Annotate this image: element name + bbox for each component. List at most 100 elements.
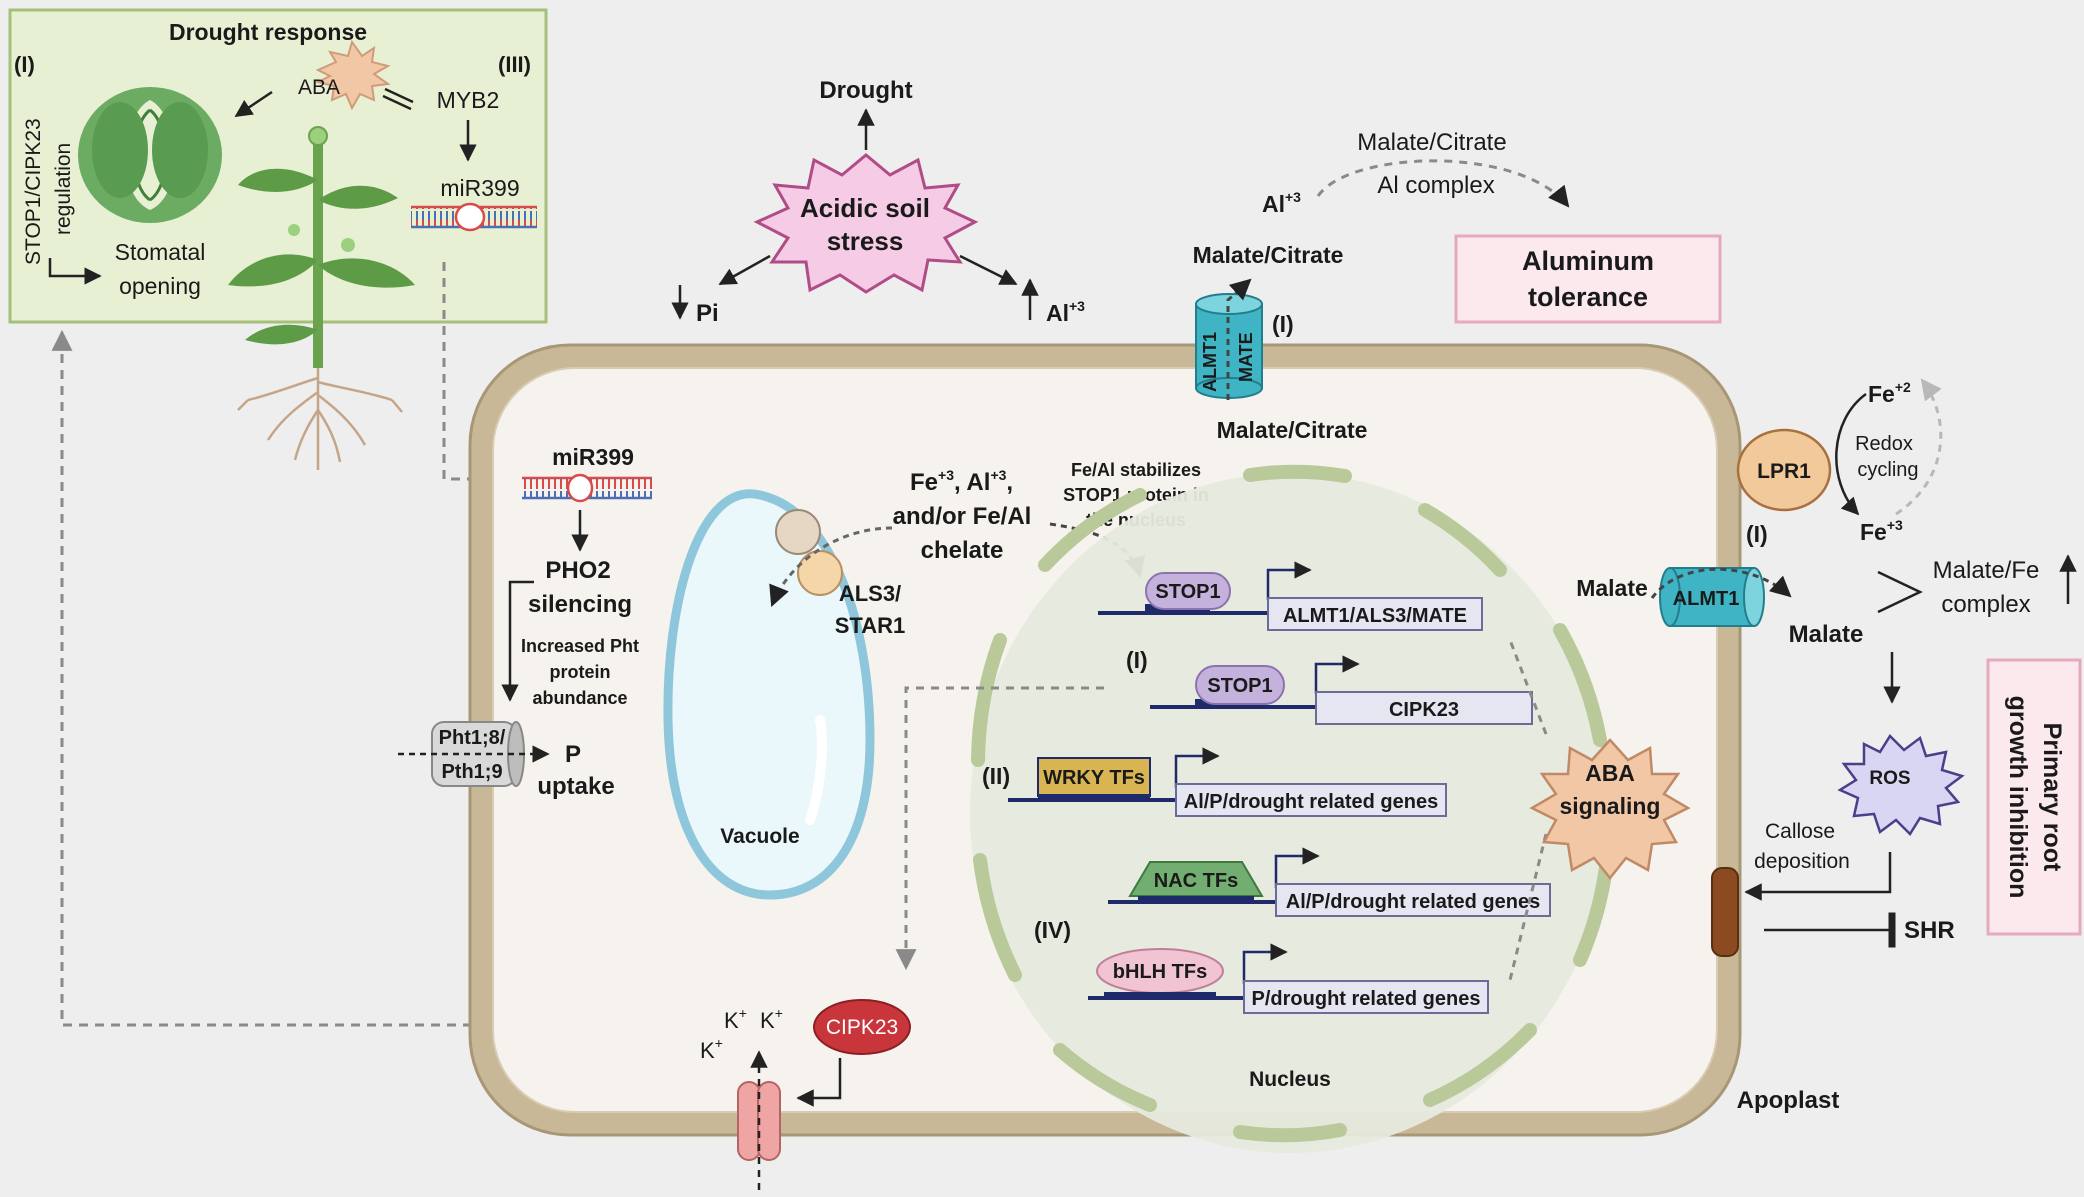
fe2-to-fe3-arrow <box>1835 392 1867 516</box>
k-ion-3: K+ <box>700 1035 723 1063</box>
lpr1-protein: LPR1 <box>1736 428 1832 512</box>
label-ii-nucleus: (II) <box>982 763 1010 789</box>
gene-nac-target: Al/P/drought related genes <box>1286 891 1540 913</box>
ros-burst-icon: ROS <box>1837 734 1965 836</box>
silencing-label: silencing <box>528 591 632 618</box>
al-label-stress: Al+3 <box>1046 298 1085 326</box>
stress-label: stress <box>827 226 904 256</box>
aba-label: ABA <box>298 76 340 99</box>
uptake-label: uptake <box>537 773 614 800</box>
plant-icon <box>228 126 415 470</box>
almt1-right-label: ALMT1 <box>1673 588 1740 610</box>
label-iii-drought: (III) <box>498 52 531 77</box>
gene-row-almt1: STOP1 ALMT1/ALS3/MATE <box>1098 561 1483 631</box>
label-i-right: (I) <box>1746 521 1768 547</box>
label-i-nucleus: (I) <box>1126 647 1148 673</box>
malate-efflux-arrow <box>1650 567 1792 599</box>
primary-root-label: Primary root <box>2038 723 2066 872</box>
mate-top-label: MATE <box>1236 332 1256 382</box>
k-ion-1: K+ <box>724 1005 747 1033</box>
gene-cipk23: CIPK23 <box>1389 699 1459 721</box>
wrky-tf: WRKY TFs <box>1043 767 1145 789</box>
aba-to-stomata-arrow <box>234 90 273 118</box>
aba-burst-icon: ABA <box>298 39 391 111</box>
als3-star1-transporter: ALS3/ STAR1 <box>775 509 905 638</box>
stomatal-arrow <box>48 258 102 285</box>
primary-root-inhibition-box: Primary root growth inhibition <box>1986 658 2082 936</box>
mir399-drought-icon <box>411 202 537 232</box>
pht-note-1: Increased Pht <box>521 636 639 656</box>
malate-fe-label: Malate/Fe <box>1933 557 2040 584</box>
al-complex-label: Al complex <box>1377 172 1494 199</box>
regulation-label: regulation <box>52 143 75 235</box>
growth-inhibition-label: growth inhibition <box>2004 696 2032 899</box>
cycling-label: cycling <box>1857 459 1918 481</box>
pht-label-1: Pht1;8/ <box>439 727 506 749</box>
pho2-label: PHO2 <box>545 557 610 584</box>
stomatal-label-1: Stomatal <box>115 239 206 265</box>
redox-label: Redox <box>1855 433 1913 455</box>
callose-label: Callose <box>1765 820 1835 843</box>
label-iv-nucleus: (IV) <box>1034 917 1071 943</box>
gene-almt1-als3-mate: ALMT1/ALS3/MATE <box>1283 605 1467 627</box>
chelate-line-1: Fe+3, Al+3, <box>910 467 1013 496</box>
stop1-tf-1: STOP1 <box>1155 581 1220 603</box>
chelate-to-vacuole-arrow <box>769 526 893 607</box>
fe3-label: Fe+3 <box>1860 517 1903 545</box>
aba-to-almt1-line <box>1508 639 1548 735</box>
vacuole-label: Vacuole <box>720 825 799 848</box>
stress-to-al-arrow <box>959 254 1018 286</box>
pht-label-2: Pth1;9 <box>441 761 502 783</box>
aba-signaling-label-1: ABA <box>1585 760 1635 786</box>
cipk23-gene-to-protein-arrow <box>895 686 1104 971</box>
pi-label: Pi <box>696 300 719 327</box>
ros-label: ROS <box>1869 768 1910 789</box>
stop1-cipk23-label: STOP1/CIPK23 <box>22 118 45 265</box>
lpr1-label: LPR1 <box>1757 460 1811 483</box>
pht-note-2: protein <box>550 662 611 682</box>
malate-citrate-inside-label: Malate/Citrate <box>1217 417 1368 443</box>
mir399-drought-label: miR399 <box>440 175 519 201</box>
fe2-label: Fe+2 <box>1868 379 1911 407</box>
k-ion-2: K+ <box>760 1005 783 1033</box>
chelate-line-3: chelate <box>921 537 1004 564</box>
stop1-tf-2: STOP1 <box>1207 675 1272 697</box>
aba-myb2-line-2 <box>382 94 412 111</box>
drought-label: Drought <box>819 77 912 104</box>
almt1-top-label: ALMT1 <box>1200 332 1220 392</box>
label-i-drought: (I) <box>14 52 35 77</box>
malate-outside-label: Malate <box>1789 621 1864 648</box>
pho2-to-pht-arrow <box>501 580 534 702</box>
als3-label: ALS3/ <box>839 581 901 606</box>
nac-tf: NAC TFs <box>1154 870 1238 892</box>
aba-signaling-label-2: signaling <box>1560 793 1661 819</box>
gene-row-wrky: WRKY TFs Al/P/drought related genes <box>1008 747 1447 817</box>
shr-label: SHR <box>1904 917 1955 944</box>
label-i-transporter: (I) <box>1272 311 1294 337</box>
p-label: P <box>565 741 581 768</box>
mir399-cell-label: miR399 <box>552 444 634 470</box>
myb2-label: MYB2 <box>437 87 500 113</box>
mir399-transport-arrow <box>442 262 529 490</box>
bhlh-tf: bHLH TFs <box>1113 961 1207 983</box>
acidic-soil-label: Acidic soil <box>800 193 930 223</box>
almt1-mate-efflux-arrow <box>1226 278 1252 400</box>
fe3-to-fe2-arrow <box>1895 378 1943 516</box>
gene-bhlh-target: P/drought related genes <box>1252 988 1481 1010</box>
al-complex-arrow <box>1316 159 1570 208</box>
cipk23-to-k-channel-arrow <box>796 1058 842 1107</box>
gene-wrky-target: Al/P/drought related genes <box>1184 791 1438 813</box>
tolerance-label: tolerance <box>1528 282 1648 312</box>
pht-transporter-icon: Pht1;8/ Pth1;9 <box>431 721 525 787</box>
mir399-cell-icon <box>522 473 652 503</box>
gene-row-bhlh: bHLH TFs P/drought related genes <box>1088 943 1489 1014</box>
cipk23-to-drought-arrow <box>51 329 648 1027</box>
malate-inside-label: Malate <box>1576 575 1648 601</box>
malate-citrate-top-label: Malate/Citrate <box>1357 129 1506 156</box>
plasmodesmata-icon <box>1711 867 1739 957</box>
gene-row-nac: NAC TFs Al/P/drought related genes <box>1108 847 1551 917</box>
chelate-line-2: and/or Fe/Al <box>893 503 1032 530</box>
stress-to-pi-arrow <box>718 254 771 286</box>
stomata-icon <box>78 87 222 223</box>
